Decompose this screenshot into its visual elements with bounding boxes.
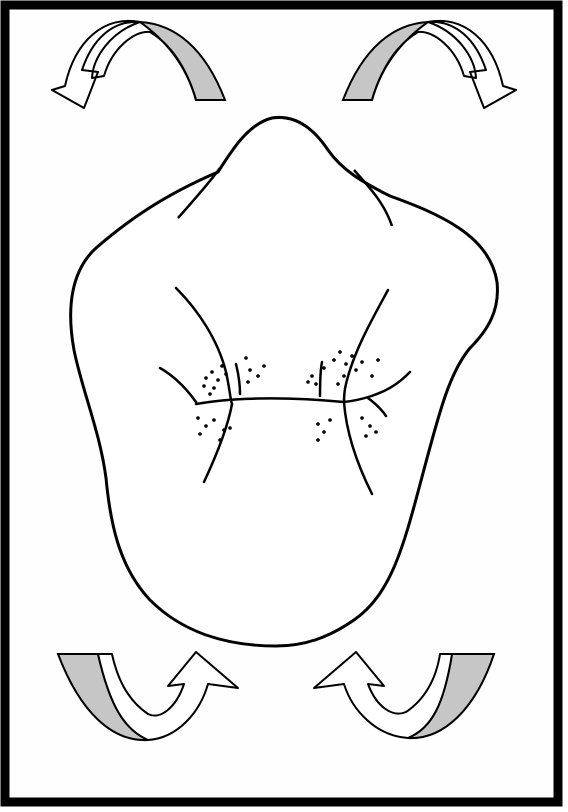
- dot: [360, 360, 364, 364]
- dot: [216, 378, 220, 382]
- dot: [314, 382, 318, 386]
- dot: [262, 364, 266, 368]
- dot: [212, 418, 216, 422]
- dot: [196, 416, 200, 420]
- dot: [322, 366, 326, 370]
- dot: [374, 430, 378, 434]
- dot: [310, 374, 314, 378]
- dot: [350, 354, 354, 358]
- dot: [368, 424, 372, 428]
- dot: [210, 370, 214, 374]
- dot: [316, 422, 320, 426]
- dot: [360, 416, 364, 420]
- dot: [224, 372, 228, 376]
- dot: [344, 362, 348, 366]
- dot: [370, 374, 374, 378]
- dot: [322, 430, 326, 434]
- dot: [202, 384, 206, 388]
- dot: [328, 418, 332, 422]
- dot: [198, 432, 202, 436]
- dot: [204, 376, 208, 380]
- dot: [354, 368, 358, 372]
- dot: [204, 424, 208, 428]
- dot: [376, 358, 380, 362]
- dot: [336, 382, 340, 386]
- dot: [208, 392, 212, 396]
- dot: [338, 350, 342, 354]
- dot: [306, 380, 310, 384]
- dot: [256, 374, 260, 378]
- dot: [212, 386, 216, 390]
- dot: [248, 368, 252, 372]
- dot: [244, 356, 248, 360]
- dot: [364, 434, 368, 438]
- dot: [218, 438, 222, 442]
- dot: [316, 438, 320, 442]
- dot: [220, 364, 224, 368]
- dot: [342, 374, 346, 378]
- dot: [222, 428, 226, 432]
- dot: [332, 358, 336, 362]
- dot: [228, 426, 232, 430]
- dot: [246, 380, 250, 384]
